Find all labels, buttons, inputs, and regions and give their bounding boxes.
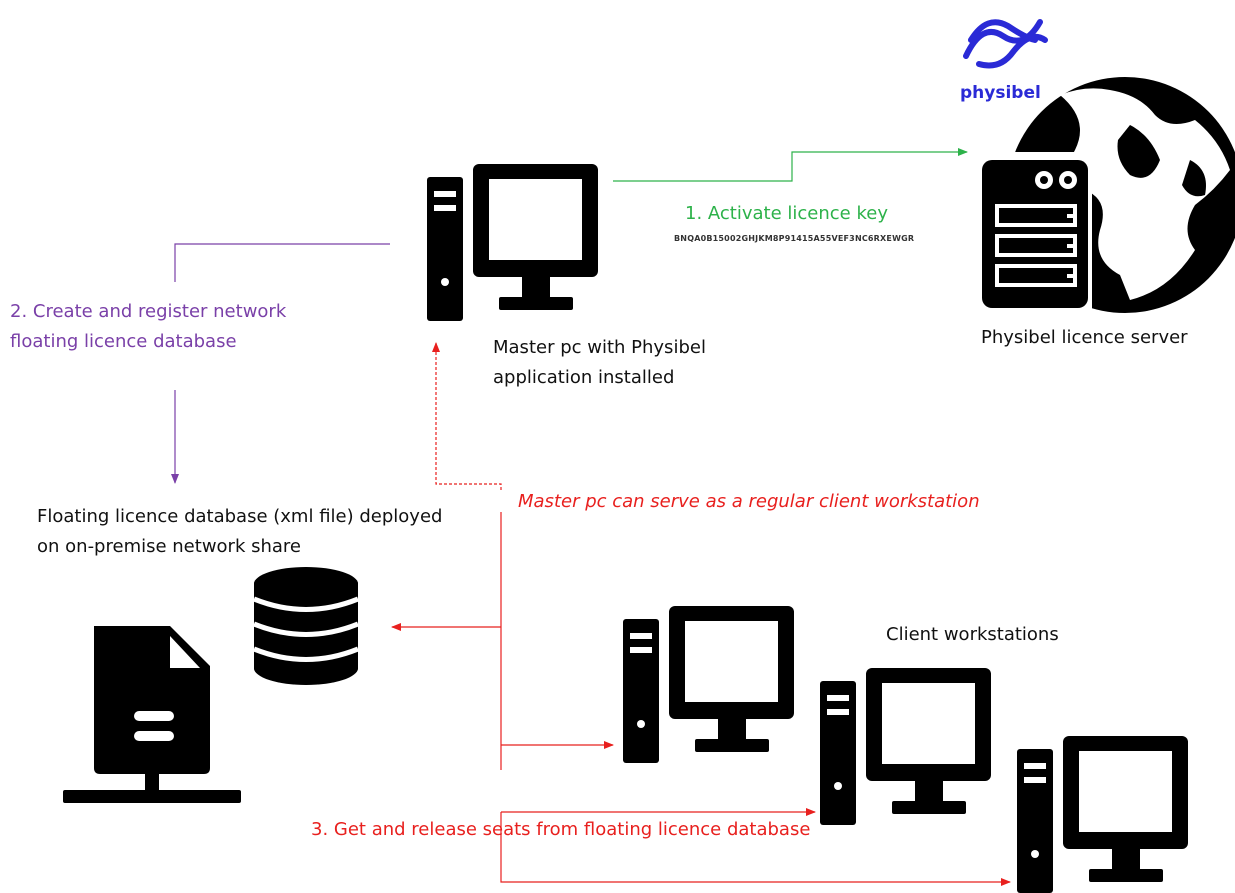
master-client-dotted-arrow: [432, 342, 502, 490]
seats-to-client-3-arrow: [500, 868, 1011, 886]
master-pc-icon: [427, 164, 598, 321]
client-workstations-label: Client workstations: [886, 624, 1059, 645]
physibel-logo: [963, 19, 1048, 69]
licence-key-text: BNQA0B15002GHJKM8P91415A55VEF3NC6RXEWGR: [674, 234, 915, 243]
database-icon: [253, 567, 359, 685]
master-pc-label: Master pc with Physibel application inst…: [493, 337, 706, 388]
server-icon: [968, 152, 1092, 310]
client-pc-icon-3: [1017, 736, 1188, 893]
seats-step-label: 3. Get and release seats from floating l…: [311, 819, 811, 840]
licence-server-label: Physibel licence server: [981, 327, 1188, 348]
create-step-label: 2. Create and register network floating …: [10, 301, 287, 352]
create-line: [174, 243, 390, 282]
client-pc-icon-1: [623, 606, 794, 763]
client-pc-icon-2: [820, 668, 991, 825]
activate-step-label: 1. Activate licence key: [685, 203, 888, 224]
database-label: Floating licence database (xml file) dep…: [37, 506, 443, 557]
physibel-logo-text: physibel: [960, 83, 1041, 103]
master-client-note: Master pc can serve as a regular client …: [518, 491, 980, 512]
activate-arrow: [613, 148, 968, 182]
network-document-icon: [63, 626, 241, 803]
